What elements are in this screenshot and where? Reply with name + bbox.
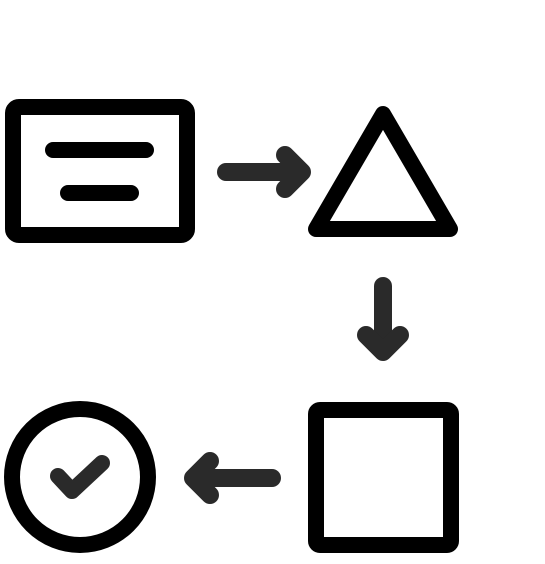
- arrow-left-icon: [184, 452, 281, 504]
- triangle-icon: [308, 106, 458, 237]
- square-icon: [308, 402, 459, 553]
- document-icon: [5, 99, 195, 243]
- check-mark: [50, 455, 110, 499]
- arrow-right-icon: [217, 146, 311, 198]
- arrow-down-icon: [357, 277, 409, 361]
- document-frame: [5, 99, 195, 243]
- check-circle-icon: [4, 401, 156, 553]
